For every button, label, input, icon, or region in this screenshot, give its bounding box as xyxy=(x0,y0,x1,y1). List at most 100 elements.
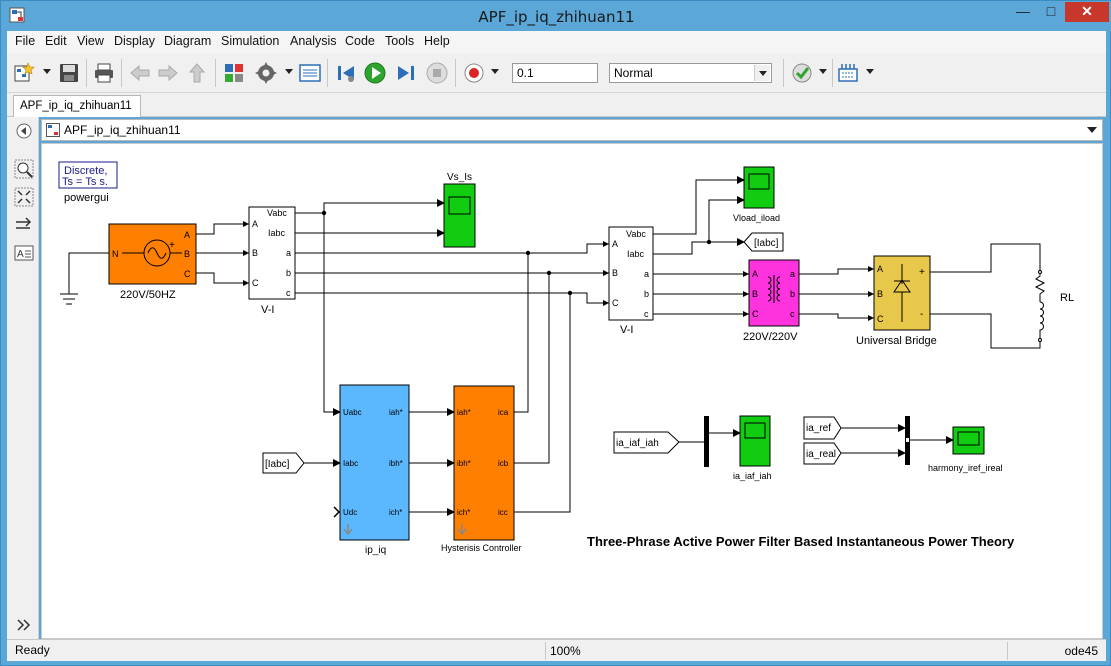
model-annotation[interactable]: Three-Phrase Active Power Filter Based I… xyxy=(587,534,1015,549)
mux-port-marker xyxy=(906,438,909,442)
tab-bar: APF_ip_iq_zhihuan11 xyxy=(7,93,1106,117)
advisor-dropdown-icon[interactable] xyxy=(819,69,827,74)
menu-file[interactable]: File xyxy=(15,34,36,48)
config-dropdown-icon[interactable] xyxy=(285,69,293,74)
from-iabc-block[interactable]: [Iabc] xyxy=(262,452,305,474)
build-icon[interactable] xyxy=(837,62,859,84)
vi-measurement-block-2[interactable]: A B C Vabc Iabc a b c V-I xyxy=(608,226,654,336)
maximize-button[interactable]: □ xyxy=(1046,3,1056,19)
vi2-in-c: C xyxy=(612,298,619,308)
menu-help[interactable]: Help xyxy=(424,34,450,48)
menu-edit[interactable]: Edit xyxy=(45,34,67,48)
from-iabc-label: [Iabc] xyxy=(265,459,290,470)
build-dropdown-icon[interactable] xyxy=(866,69,874,74)
chevron-down-icon[interactable] xyxy=(754,65,770,81)
model-explorer-icon[interactable] xyxy=(299,62,321,84)
menu-tools[interactable]: Tools xyxy=(385,34,415,48)
scope-vload-block[interactable]: Vload_iload xyxy=(733,166,780,223)
minimize-button[interactable]: — xyxy=(1016,3,1030,19)
record-icon[interactable] xyxy=(463,62,485,84)
menu-view[interactable]: View xyxy=(77,34,104,48)
new-model-dropdown-icon[interactable] xyxy=(43,69,51,74)
menu-display[interactable]: Display xyxy=(114,34,155,48)
hysteresis-controller-block[interactable]: iah* ibh* ich* ica icb icc Hysterisis Co… xyxy=(441,385,522,553)
hyst-in-iah: iah* xyxy=(457,408,471,417)
ip-iq-subsystem-block[interactable]: Uabc Iabc Udc iah* ibh* ich* ip_iq xyxy=(333,384,410,556)
print-icon[interactable] xyxy=(93,62,115,84)
transformer-block[interactable]: A B C a b c 220V/220V xyxy=(743,259,800,343)
hyst-in-ibh: ibh* xyxy=(457,459,471,468)
forward-icon[interactable] xyxy=(157,62,179,84)
model-advisor-check-icon[interactable] xyxy=(791,62,813,84)
transformer-label: 220V/220V xyxy=(743,331,798,343)
library-browser-icon[interactable] xyxy=(223,62,245,84)
tab-model[interactable]: APF_ip_iq_zhihuan11 xyxy=(13,95,141,117)
ipiq-in-iabc: Iabc xyxy=(343,459,358,468)
left-palette: A xyxy=(7,117,39,639)
chevron-down-icon[interactable] xyxy=(1087,127,1097,133)
step-back-icon[interactable] xyxy=(335,62,357,84)
step-forward-icon[interactable] xyxy=(395,62,417,84)
menu-code[interactable]: Code xyxy=(345,34,375,48)
from-ia-iaf-iah-block[interactable]: ia_iaf_iah xyxy=(613,431,680,454)
ipiq-label: ip_iq xyxy=(365,545,386,556)
solver-name[interactable]: ode45 xyxy=(1007,642,1106,660)
powergui-block[interactable]: Discrete, Ts = Ts s. powergui xyxy=(58,161,118,204)
up-icon[interactable] xyxy=(186,62,208,84)
arrow-connect-icon[interactable] xyxy=(14,215,34,235)
model-icon xyxy=(46,123,60,137)
transformer-out-a: a xyxy=(790,269,795,279)
ipiq-in-udc: Udc xyxy=(343,508,357,517)
from-ia-ref-block[interactable]: ia_ref xyxy=(803,416,842,440)
vi1-out-b: b xyxy=(286,268,291,278)
hide-show-explorer-icon[interactable] xyxy=(14,121,34,141)
source-label: 220V/50HZ xyxy=(120,289,176,301)
back-icon[interactable] xyxy=(129,62,151,84)
simulation-mode-value: Normal xyxy=(614,66,653,80)
annotation-icon[interactable]: A xyxy=(14,243,34,263)
bridge-port-a: A xyxy=(877,264,883,274)
toolbar-separator xyxy=(455,59,456,87)
toolbar-separator xyxy=(86,59,87,87)
from-ia-real-block[interactable]: ia_real xyxy=(803,442,842,465)
vi1-out-c: c xyxy=(286,288,291,298)
fit-to-view-icon[interactable] xyxy=(14,187,34,207)
record-dropdown-icon[interactable] xyxy=(491,69,499,74)
mux-block-1[interactable] xyxy=(704,416,709,467)
menu-analysis[interactable]: Analysis xyxy=(290,34,337,48)
stop-icon[interactable] xyxy=(426,62,448,84)
toolbar-separator xyxy=(832,59,833,87)
transformer-in-b: B xyxy=(752,289,758,299)
menu-diagram[interactable]: Diagram xyxy=(164,34,212,48)
subsystem-arrow-icon xyxy=(343,524,353,536)
simulation-mode-select[interactable]: Normal xyxy=(609,63,772,83)
vi1-in-c: C xyxy=(252,278,259,288)
breadcrumb[interactable]: APF_ip_iq_zhihuan11 xyxy=(64,123,181,137)
model-canvas[interactable]: Discrete, Ts = Ts s. powergui N + A B C … xyxy=(41,143,1103,639)
stop-time-input[interactable] xyxy=(512,63,598,83)
goto-iabc-block[interactable]: [Iabc] xyxy=(743,232,784,252)
powergui-label: powergui xyxy=(64,192,109,204)
powergui-line1: Discrete, xyxy=(64,165,107,177)
scope-vs-is-block[interactable]: Vs_Is xyxy=(443,172,476,248)
rl-load-block[interactable]: RL xyxy=(1034,270,1074,342)
vi-measurement-block-1[interactable]: A B C Vabc Iabc a b c V-I xyxy=(248,206,296,316)
close-button[interactable]: ✕ xyxy=(1065,2,1109,22)
three-phase-source-block[interactable]: N + A B C 220V/50HZ xyxy=(108,223,197,301)
menu-simulation[interactable]: Simulation xyxy=(221,34,280,48)
universal-bridge-block[interactable]: A B C + - Universal Bridge xyxy=(856,255,937,347)
model-config-gear-icon[interactable] xyxy=(255,62,277,84)
new-model-icon[interactable] xyxy=(13,62,35,84)
scope-harmony-block[interactable]: harmony_iref_ireal xyxy=(928,426,1003,473)
run-icon[interactable] xyxy=(364,62,386,84)
zoom-icon[interactable] xyxy=(14,159,34,179)
expand-palette-icon[interactable] xyxy=(14,615,34,635)
svg-text:A: A xyxy=(17,249,24,260)
scope-ia-iaf-iah-block[interactable]: ia_iaf_iah xyxy=(733,415,772,481)
goto-iabc-label: [Iabc] xyxy=(754,238,779,249)
scope-iaf-label: ia_iaf_iah xyxy=(733,471,772,481)
save-icon[interactable] xyxy=(58,62,80,84)
vi2-out-b: b xyxy=(644,289,649,299)
window-title: APF_ip_iq_zhihuan11 xyxy=(478,8,635,26)
